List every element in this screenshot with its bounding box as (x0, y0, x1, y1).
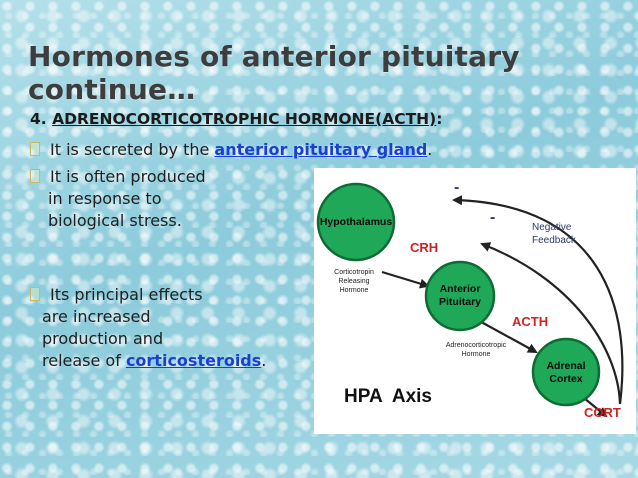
bullet-secretion: It is secreted by the anterior pituitary… (30, 139, 432, 161)
bullet-line-text: release of (42, 351, 126, 370)
feedback-arrow-to-hypothalamus (452, 195, 624, 405)
heading-colon: : (436, 110, 443, 128)
anterior-pituitary-label-line2: Pituitary (439, 296, 481, 308)
adrenal-cortex-label-line2: Cortex (549, 373, 582, 385)
crh-sublabel-line3: Hormone (340, 287, 369, 294)
bullet-line-last: release of corticosteroids. (30, 350, 266, 372)
adrenal-cortex-label-line1: Adrenal (546, 360, 585, 372)
bullet-line: biological stress. (48, 211, 182, 230)
bullet-punctuation: . (261, 351, 267, 370)
minus-sign-pituitary: - (490, 209, 495, 226)
negative-feedback-label-line1: Negative (532, 222, 572, 233)
feedback-arrow-to-pituitary (480, 242, 622, 405)
arrow-adrenal-to-cort (583, 397, 608, 418)
heading-text: ADRENOCORTICOTROPHIC HORMONE(ACTH) (52, 110, 437, 128)
bullet-line: Its principal effects (50, 285, 203, 304)
negative-feedback-label-line2: Feedback (532, 235, 577, 246)
bullet-line: It is often produced (50, 167, 206, 186)
bullet-marker (30, 142, 40, 156)
acth-sublabel-line2: Hormone (462, 351, 491, 358)
node-adrenal-cortex: Adrenal Cortex (531, 337, 601, 407)
anterior-pituitary-circle (424, 260, 496, 332)
hypothalamus-label: Hypothalamus (320, 216, 393, 228)
arrow-pituitary-to-adrenal (473, 317, 538, 353)
anterior-pituitary-link[interactable]: anterior pituitary gland (214, 140, 428, 159)
hpa-diagram-svg: Hypothalamus Anterior Pituitary Adrenal … (316, 179, 624, 420)
minus-sign-hypothalamus: - (454, 179, 459, 196)
bullet-line: production and (42, 329, 164, 348)
hypothalamus-circle (316, 182, 396, 262)
corticosteroids-link[interactable]: corticosteroids (125, 351, 262, 370)
bullet-text: It is secreted by the (50, 140, 215, 159)
bullet-line: are increased (42, 307, 151, 326)
crh-label: CRH (410, 240, 438, 255)
bullet-punctuation: . (427, 140, 433, 159)
acth-label: ACTH (512, 314, 548, 329)
bullet-line: in response to (48, 189, 162, 208)
bullet-marker (30, 287, 40, 301)
bullet-marker (30, 169, 40, 183)
heading-number: 4. (30, 110, 47, 128)
arrow-hypothalamus-to-pituitary (381, 270, 430, 289)
acth-sublabel-line1: Adrenocorticotropic (446, 342, 507, 349)
slide-title: Hormones of anterior pituitary continue… (28, 40, 520, 106)
crh-sublabel-line2: Releasing (338, 278, 369, 285)
bullet-effects: Its principal effects are increased prod… (30, 284, 266, 372)
section-heading: 4. ADRENOCORTICOTROPHIC HORMONE(ACTH): (30, 110, 442, 128)
node-hypothalamus: Hypothalamus (316, 182, 396, 262)
bullet-stress: It is often produced in response to biol… (30, 166, 206, 232)
node-anterior-pituitary: Anterior Pituitary (424, 260, 496, 332)
hpa-axis-label: HPA Axis (344, 386, 432, 407)
cort-label: CORT (584, 405, 621, 420)
crh-sublabel-line1: Corticotropin (334, 269, 374, 276)
anterior-pituitary-label-line1: Anterior (440, 283, 481, 295)
hpa-axis-diagram: Hypothalamus Anterior Pituitary Adrenal … (314, 168, 636, 434)
adrenal-cortex-circle (531, 337, 601, 407)
